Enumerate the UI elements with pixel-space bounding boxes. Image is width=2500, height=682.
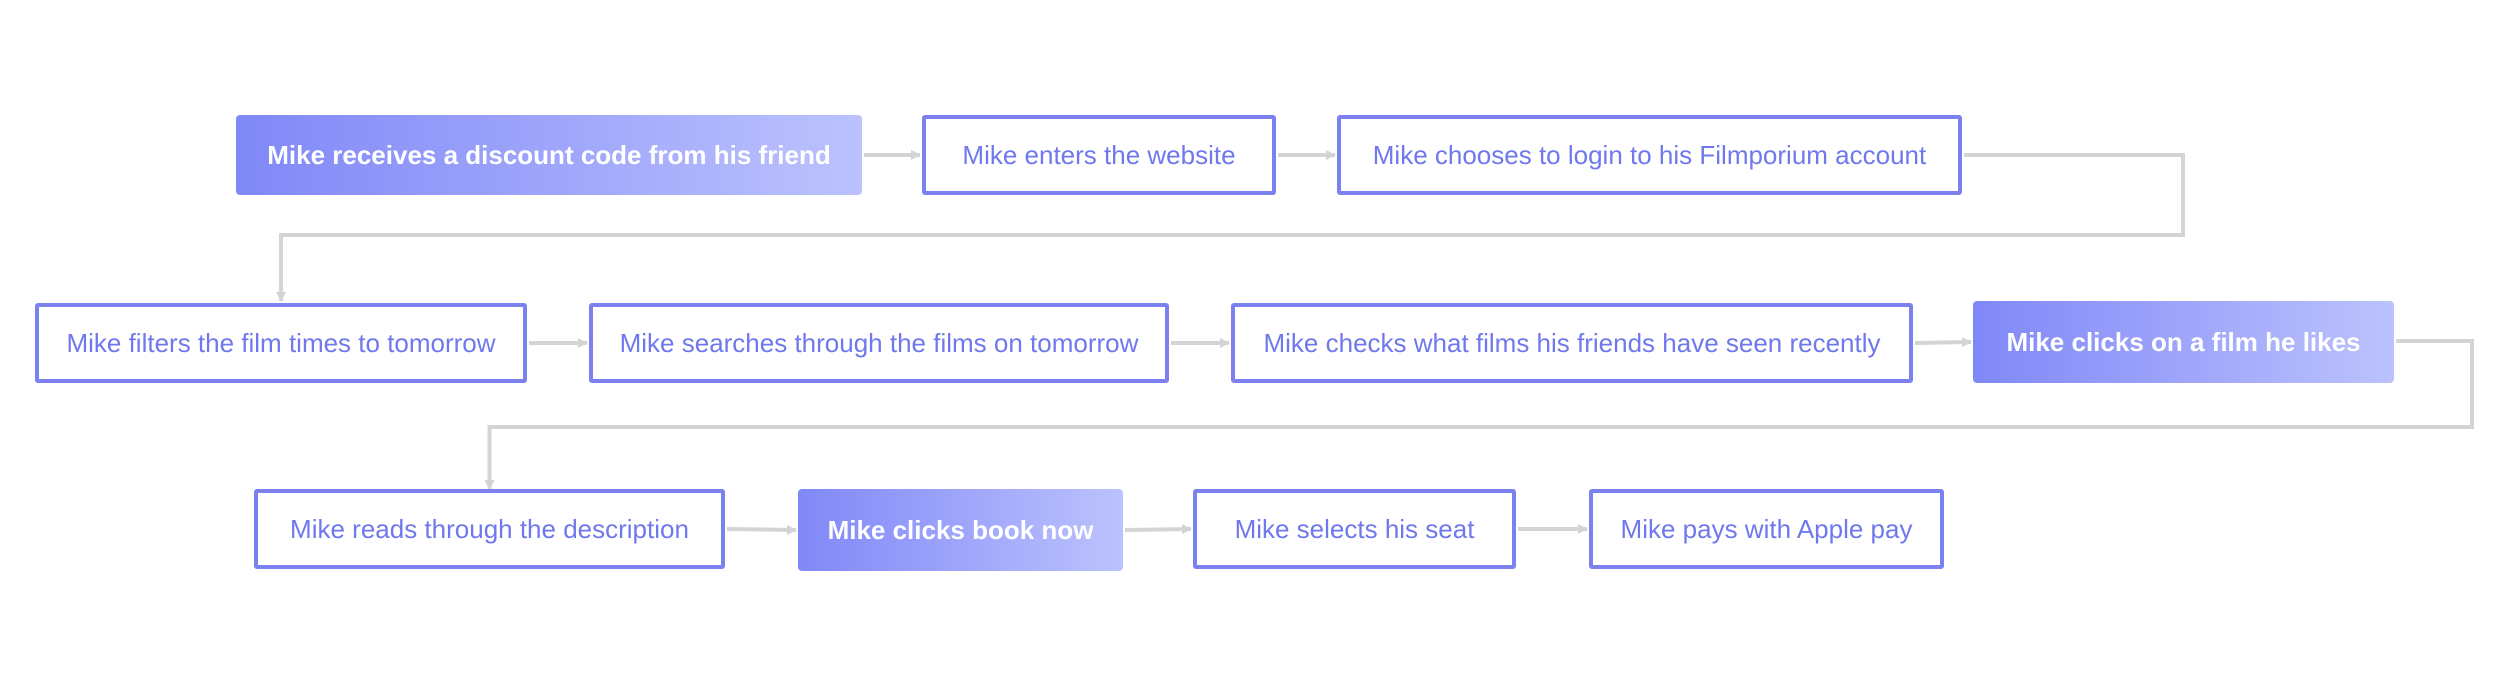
step-label: Mike selects his seat (1234, 513, 1475, 544)
step-box-select-seat: Mike selects his seat (1193, 489, 1516, 569)
step-label: Mike searches through the films on tomor… (619, 327, 1139, 358)
step-label: Mike pays with Apple pay (1620, 513, 1913, 544)
connector-wrap-row2 (484, 339, 2474, 490)
connector-arrow (1914, 337, 1972, 348)
connector-wrap-row1 (276, 153, 2185, 302)
step-label: Mike filters the film times to tomorrow (66, 327, 496, 358)
connector-arrow (1124, 524, 1192, 535)
step-label: Mike receives a discount code from his f… (267, 139, 831, 170)
step-label: Mike enters the website (962, 139, 1236, 170)
step-box-enter-website: Mike enters the website (922, 115, 1276, 195)
step-box-click-film: Mike clicks on a film he likes (1973, 301, 2394, 383)
step-box-check-friends: Mike checks what films his friends have … (1231, 303, 1913, 383)
step-label: Mike clicks on a film he likes (2006, 326, 2361, 357)
step-box-book-now: Mike clicks book now (798, 489, 1123, 571)
connector-arrow (726, 524, 797, 535)
step-box-apple-pay: Mike pays with Apple pay (1589, 489, 1944, 569)
step-box-filter-times: Mike filters the film times to tomorrow (35, 303, 527, 383)
step-box-search-films: Mike searches through the films on tomor… (589, 303, 1169, 383)
step-label: Mike reads through the description (290, 513, 689, 544)
step-label: Mike clicks book now (827, 514, 1094, 545)
step-label: Mike chooses to login to his Filmporium … (1372, 139, 1927, 170)
step-label: Mike checks what films his friends have … (1263, 327, 1881, 358)
step-box-discount-code: Mike receives a discount code from his f… (236, 115, 862, 195)
step-box-read-description: Mike reads through the description (254, 489, 725, 569)
step-box-login: Mike chooses to login to his Filmporium … (1337, 115, 1962, 195)
